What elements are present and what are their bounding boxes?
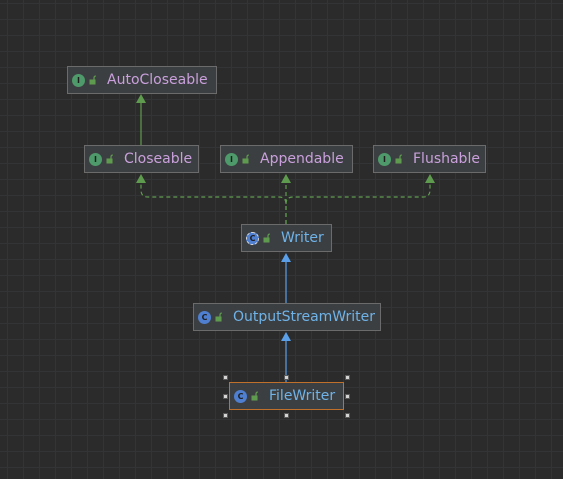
resize-handle-right[interactable] <box>345 394 350 399</box>
edge-arrowhead <box>136 94 146 103</box>
edge-arrowhead <box>425 174 435 183</box>
node-filewriter[interactable]: C FileWriter <box>229 382 344 410</box>
node-label: FileWriter <box>269 388 336 404</box>
edge-writer-flushable <box>285 183 431 205</box>
lock-icon <box>106 154 113 164</box>
class-icon: C <box>198 310 211 324</box>
edge-arrowhead <box>136 174 146 183</box>
resize-handle-top-left[interactable] <box>223 375 228 380</box>
resize-handle-bottom-right[interactable] <box>345 413 350 418</box>
edge-arrowhead <box>281 253 291 262</box>
resize-handle-left[interactable] <box>223 394 228 399</box>
interface-icon: I <box>378 152 391 166</box>
lock-icon <box>215 312 222 322</box>
lock-icon <box>251 391 258 401</box>
node-appendable[interactable]: I Appendable <box>220 145 353 173</box>
lock-icon <box>242 154 249 164</box>
resize-handle-bottom-left[interactable] <box>223 413 228 418</box>
lock-icon <box>89 75 96 85</box>
resize-handle-top[interactable] <box>284 375 289 380</box>
abstract-class-icon: C <box>246 231 259 245</box>
node-label: Closeable <box>124 151 193 167</box>
node-writer[interactable]: C Writer <box>241 224 332 252</box>
node-label: AutoCloseable <box>107 72 208 88</box>
node-closeable[interactable]: I Closeable <box>84 145 199 173</box>
lock-icon <box>395 154 402 164</box>
node-label: Writer <box>281 230 324 246</box>
node-label: Flushable <box>413 151 480 167</box>
node-autocloseable[interactable]: I AutoCloseable <box>67 66 217 94</box>
edge-arrowhead <box>281 332 291 341</box>
node-label: Appendable <box>260 151 344 167</box>
class-icon: C <box>234 389 247 403</box>
interface-icon: I <box>225 152 238 166</box>
resize-handle-bottom[interactable] <box>284 413 289 418</box>
interface-icon: I <box>89 152 102 166</box>
node-flushable[interactable]: I Flushable <box>373 145 486 173</box>
node-label: OutputStreamWriter <box>233 309 376 325</box>
interface-icon: I <box>72 73 85 87</box>
edge-writer-closeable <box>140 183 287 224</box>
edge-arrowhead <box>281 174 291 183</box>
resize-handle-top-right[interactable] <box>345 375 350 380</box>
node-outputstreamwriter[interactable]: C OutputStreamWriter <box>193 303 381 331</box>
lock-icon <box>263 233 270 243</box>
